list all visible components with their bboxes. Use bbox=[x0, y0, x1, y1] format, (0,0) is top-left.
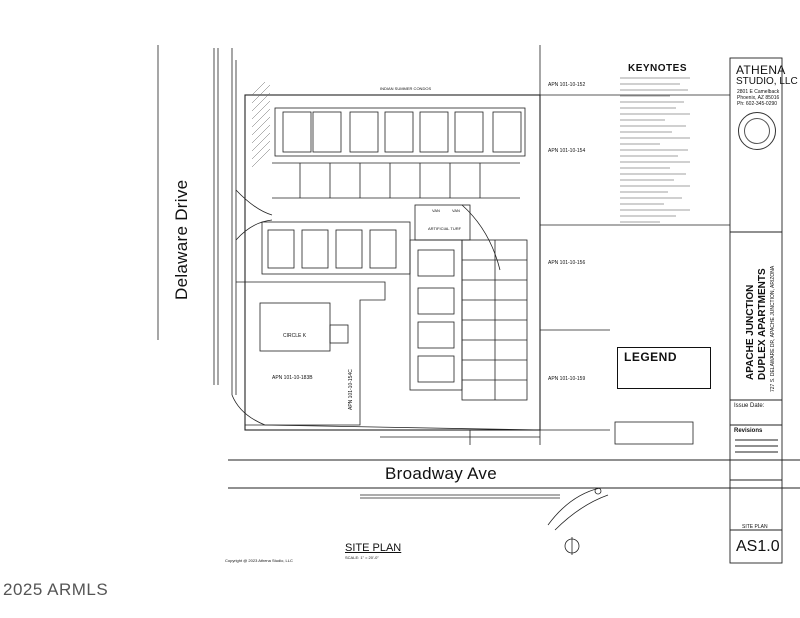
van-label-2: VAN bbox=[452, 208, 460, 213]
condos-label: INDIAN SUMMER CONDOS bbox=[380, 86, 432, 91]
project-title-line2: DUPLEX APARTMENTS bbox=[757, 268, 768, 380]
firm-address-1: 2801 E Camelback bbox=[737, 89, 780, 95]
issue-date-label: Issue Date: bbox=[734, 403, 765, 409]
firm-name-line2: STUDIO, LLC bbox=[736, 76, 798, 87]
legend-box: LEGEND bbox=[617, 347, 711, 389]
firm-address-2: Phoenix, AZ 85016 bbox=[737, 95, 780, 101]
copyright: Copyright @ 2023 Athena Studio, LLC bbox=[225, 558, 293, 563]
sheet-title: SITE PLAN bbox=[742, 524, 768, 530]
revisions-label: Revisions bbox=[734, 428, 763, 434]
architect-seal-icon bbox=[738, 112, 776, 150]
drawing-scale: SCALE: 1" = 20'-0" bbox=[345, 555, 379, 560]
street-delaware: Delaware Drive bbox=[172, 179, 191, 300]
apn-156: APN 101-10-156 bbox=[548, 260, 586, 266]
keynotes-title: KEYNOTES bbox=[628, 63, 688, 74]
firm-name-line1: ATHENA bbox=[736, 63, 786, 77]
sheet-number: AS1.0 bbox=[736, 538, 780, 555]
legend-title: LEGEND bbox=[624, 350, 678, 364]
project-title-line1: APACHE JUNCTION bbox=[745, 284, 756, 380]
van-label-1: VAN bbox=[432, 208, 440, 213]
apn-154: APN 101-10-154 bbox=[548, 148, 586, 154]
apn-159: APN 101-10-159 bbox=[548, 376, 586, 382]
project-address: 727 S. DELAWARE DR, APACHE JUNCTION, ARI… bbox=[770, 265, 776, 392]
street-broadway: Broadway Ave bbox=[385, 464, 497, 483]
firm-phone: Ph: 602-345-0290 bbox=[737, 101, 778, 107]
apn-west: APN 101-10-154C bbox=[348, 369, 354, 410]
circle-k-label: CIRCLE K bbox=[283, 333, 307, 339]
turf-label: ARTIFICIAL TURF bbox=[428, 226, 462, 231]
drawing-title: SITE PLAN bbox=[345, 542, 402, 554]
apn-1838: APN 101-10-183B bbox=[272, 375, 313, 381]
apn-152: APN 101-10-152 bbox=[548, 82, 586, 88]
watermark: 2025 ARMLS bbox=[3, 580, 109, 599]
